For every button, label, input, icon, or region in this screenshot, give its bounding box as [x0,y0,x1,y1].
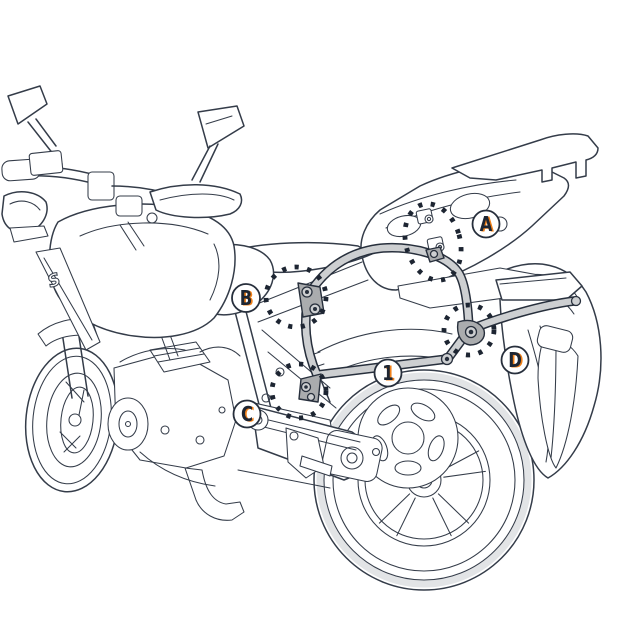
callout-badge-a: A A [471,209,501,239]
mudflap [537,333,579,469]
rear-fender [498,263,602,479]
callout-a-circle [471,209,501,239]
frame-spar [231,295,273,417]
front-brake-disc [60,386,94,454]
tail-section [360,133,599,353]
callout-d-circle [500,345,530,375]
callout-badge-d: D D [500,345,530,375]
rear-rack-plate [451,133,599,183]
callout-c-label: C [241,404,253,427]
callout-b-label: B [240,288,252,311]
switchgear [115,195,143,217]
cylinder [149,341,211,373]
stay-end-cap [570,295,582,307]
rear-axle [340,446,364,470]
callout-c-circle [232,399,262,429]
mounting-point-rings [263,201,497,421]
part-1-circle [373,358,403,388]
callout-badge-b: B B [231,283,261,313]
mount-ring-d [441,302,497,358]
master-cylinder [28,150,64,176]
fuel-tank-group: S [35,203,236,351]
rear-wheel [313,369,535,591]
tail-fairing [360,161,570,291]
front-wheel [24,231,120,493]
callout-d-shadow: D [510,350,524,373]
mirror-left [7,85,48,125]
part-1-shadow: 1 [384,363,395,386]
footpeg [299,455,333,477]
part-1-label: 1 [382,363,393,386]
callout-badge-c: C C [232,399,262,429]
bar-riser [87,171,115,201]
front-axle [68,413,82,427]
callout-b-shadow: B [241,288,253,311]
part-badge-1: 1 1 [373,358,403,388]
fork-leg [61,329,89,399]
reflector [536,325,574,353]
stands-footpegs [139,427,333,521]
hoses [119,346,241,363]
side-stand [184,467,245,521]
engine-cover [107,397,149,451]
callout-b-circle [231,283,261,313]
callout-a-label: A [480,214,493,237]
handguard-right [149,184,243,219]
mount-ring-b [263,264,329,330]
rear-sprocket [357,387,459,489]
turn-signal-left [9,225,49,243]
mount-ring-c [269,361,329,421]
mirror-right [197,105,245,149]
callout-d-label: D [508,350,522,373]
callout-a-shadow: A [481,214,494,237]
callout-c-shadow: C [243,404,255,427]
cockpit [1,85,245,251]
mount-ring-a [402,201,464,283]
handguard-left [1,190,48,234]
